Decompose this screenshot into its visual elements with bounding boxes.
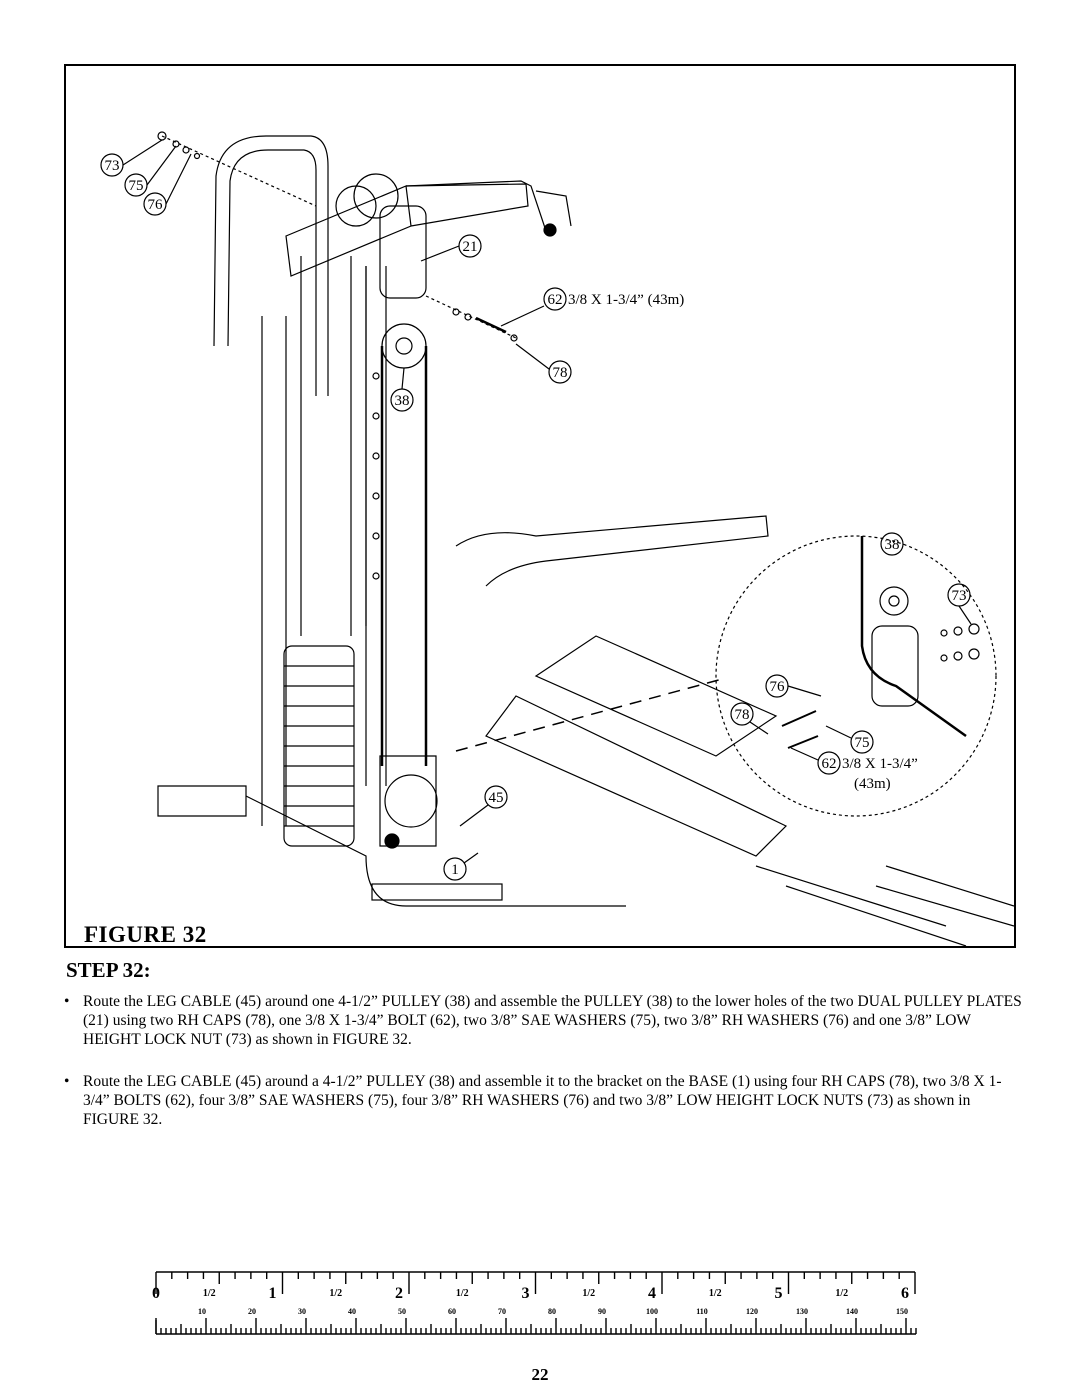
inch-label: 4 <box>648 1285 656 1302</box>
cm-label: 30 <box>298 1307 306 1316</box>
step-heading: STEP 32: <box>66 958 151 982</box>
detail-bolt-spec-metric: (43m) <box>854 776 891 792</box>
detail-callout-73: 73 <box>952 588 967 604</box>
detail-bolt-spec-label: 3/8 X 1-3/4” <box>842 756 918 772</box>
cm-label: 60 <box>448 1307 456 1316</box>
inch-label: 5 <box>775 1285 783 1302</box>
bench-arm <box>455 515 769 587</box>
instruction-bullet-2: • Route the LEG CABLE (45) around a 4-1/… <box>62 1072 1022 1129</box>
half-inch-label: 1/2 <box>456 1288 469 1299</box>
top-pulley-right <box>353 173 399 219</box>
detail-leader <box>455 677 727 752</box>
cm-label: 50 <box>398 1307 406 1316</box>
base-plate <box>371 883 503 901</box>
bolt-spec-label: 3/8 X 1-3/4” (43m) <box>568 292 684 308</box>
press-arm <box>405 180 572 232</box>
cm-label: 20 <box>248 1307 256 1316</box>
bullet-symbol: • <box>64 1073 70 1090</box>
main-upright <box>261 316 287 826</box>
handle-knob <box>543 223 557 237</box>
lower-pulley-bracket <box>379 755 437 847</box>
inch-label: 6 <box>901 1285 909 1302</box>
weight-stack <box>283 645 355 847</box>
cm-label: 130 <box>796 1307 808 1316</box>
callout-73: 73 <box>105 158 120 174</box>
pulley-38 <box>381 323 427 369</box>
rear-arch-frame <box>213 135 329 396</box>
callout-21: 21 <box>463 239 478 255</box>
figure-panel: 73 75 76 21 62 78 38 45 1 38 73 76 78 75… <box>64 64 1016 948</box>
instruction-bullet-1: • Route the LEG CABLE (45) around one 4-… <box>62 992 1022 1049</box>
base-foot <box>157 785 247 817</box>
callout-62: 62 <box>548 292 563 308</box>
bench-seat <box>485 695 788 857</box>
inch-label: 0 <box>152 1285 160 1302</box>
half-inch-label: 1/2 <box>582 1288 595 1299</box>
inch-label: 2 <box>395 1285 403 1302</box>
base-rail <box>245 795 626 907</box>
detail-callout-78: 78 <box>735 707 750 723</box>
half-inch-label: 1/2 <box>329 1288 342 1299</box>
cm-label: 80 <box>548 1307 556 1316</box>
callout-45: 45 <box>489 790 504 806</box>
figure-caption: FIGURE 32 <box>84 922 207 947</box>
inch-label: 1 <box>269 1285 277 1302</box>
callout-1: 1 <box>451 862 459 878</box>
rear-upright <box>365 266 387 786</box>
measurement-ruler: 0 1 2 3 4 5 6 1/2 1/2 1/2 1/2 1/2 1/2 10 20 30 40 50 60 70 8… <box>152 1271 917 1335</box>
inch-label: 3 <box>522 1285 530 1302</box>
cm-label: 10 <box>198 1307 206 1316</box>
callout-76: 76 <box>148 197 164 213</box>
cm-label: 100 <box>646 1307 658 1316</box>
detail-callout-62: 62 <box>822 756 837 772</box>
instruction-text: Route the LEG CABLE (45) around a 4-1/2”… <box>83 1073 1002 1128</box>
half-inch-label: 1/2 <box>709 1288 722 1299</box>
detail-callout-75: 75 <box>855 735 870 751</box>
callout-78: 78 <box>553 365 568 381</box>
bullet-symbol: • <box>64 993 70 1010</box>
leg-cable <box>380 346 428 766</box>
bench-back <box>534 635 778 757</box>
detail-callout-38: 38 <box>885 537 900 553</box>
dual-pulley-plate <box>379 205 427 299</box>
top-crossbeam <box>285 185 412 277</box>
detail-callout-76: 76 <box>770 679 786 695</box>
half-inch-label: 1/2 <box>835 1288 848 1299</box>
instruction-text: Route the LEG CABLE (45) around one 4-1/… <box>83 993 1022 1048</box>
cm-label: 120 <box>746 1307 758 1316</box>
exploded-assembly-illustration: 73 75 76 21 62 78 38 45 1 38 73 76 78 75… <box>100 131 1014 946</box>
cm-label: 140 <box>846 1307 858 1316</box>
cm-label: 110 <box>696 1307 708 1316</box>
callout-75: 75 <box>129 178 144 194</box>
cm-label: 40 <box>348 1307 356 1316</box>
half-inch-label: 1/2 <box>203 1288 216 1299</box>
cm-label: 150 <box>896 1307 908 1316</box>
cm-label: 90 <box>598 1307 606 1316</box>
callout-38: 38 <box>395 393 410 409</box>
cm-label: 70 <box>498 1307 506 1316</box>
page-number: 22 <box>531 1365 549 1384</box>
detail-circle <box>715 535 997 817</box>
